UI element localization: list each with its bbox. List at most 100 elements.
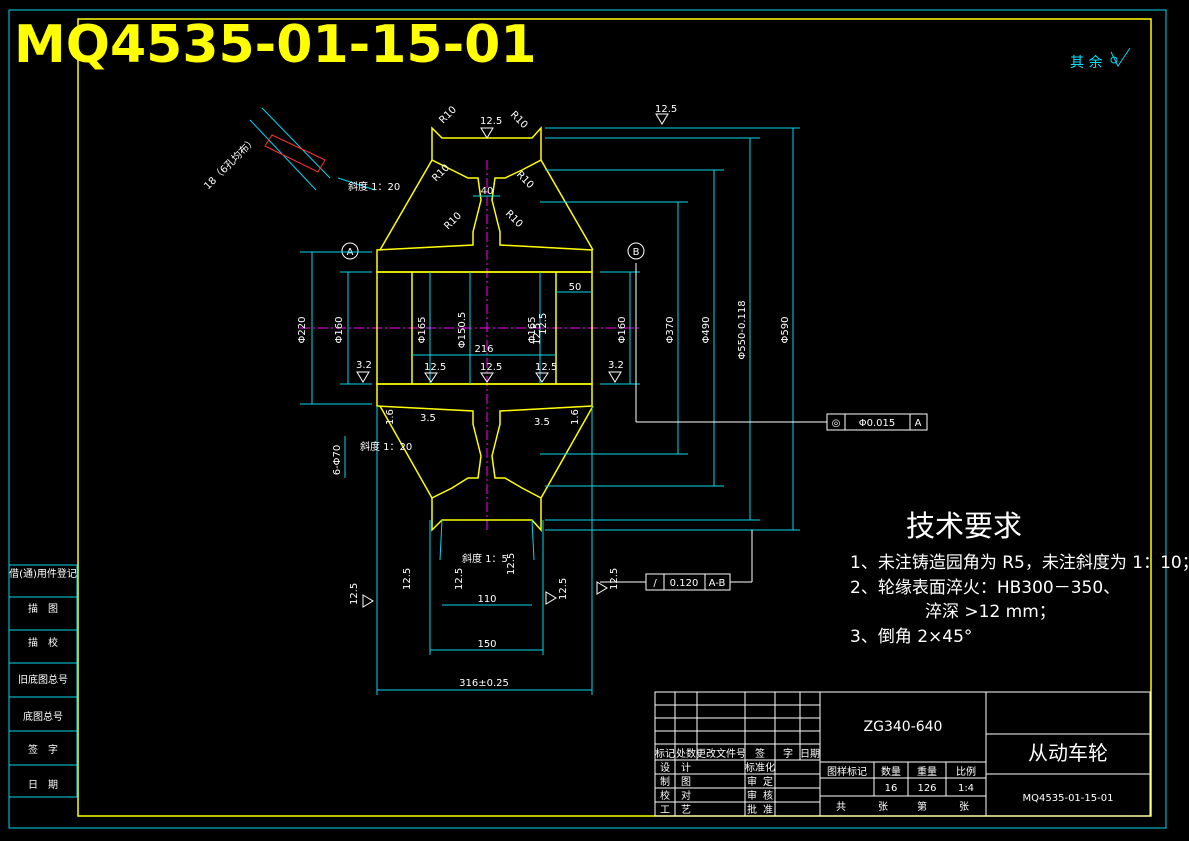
sign-label: 工 [660,805,670,816]
sign-label: 标准化 [745,761,775,774]
dim-label: Φ590 [780,317,791,344]
tol-ref: A [915,418,922,429]
dim-label: 3.5 [534,417,550,428]
roughness-value: 1.6 [570,409,581,425]
roughness-value: 12.5 [538,313,549,335]
hole-callout: 18（6孔均布） [202,135,259,192]
dim-label: Φ165 [417,317,428,344]
sign-label: 批 [747,803,757,816]
weight-value: 126 [917,783,936,794]
material-value: ZG340-640 [864,719,943,735]
roughness-value: 12.5 [506,553,517,575]
dim-label: Φ165 [527,317,538,344]
roughness-icon [655,113,669,125]
part-name: 从动车轮 [1028,741,1108,765]
rev-header: 字 [783,747,793,760]
tol-value: 0.120 [670,578,699,589]
dim-label: Φ490 [701,317,712,344]
tol-symbol: ◎ [832,418,841,429]
info-header: 重量 [917,765,937,778]
sheet-label: 张 [878,801,888,813]
tolerance-frame-concentricity: ◎ Φ0.015 A [635,263,928,431]
sign-label: 校 [660,789,670,802]
roughness-value: 12.5 [454,568,465,590]
bore [376,271,593,385]
sign-label: 审 [747,775,757,788]
requirements-heading: 技术要求 [906,509,1022,543]
dim-label: 40 [481,186,494,197]
dim-label: 150 [477,639,496,650]
rev-header: 日期 [800,748,820,760]
roughness-value: 12.5 [480,362,502,373]
radius-label: R10 [508,109,530,131]
dim-label: 216 [474,344,493,355]
dim-label: 3.5 [420,413,436,424]
rev-header: 标记 [655,748,675,760]
roughness-value: 12.5 [655,104,677,115]
info-header: 图样标记 [827,765,867,778]
surface-note: 其 余 [1070,54,1102,71]
roughness-icon [424,372,438,383]
sign-label: 定 [763,775,773,788]
stamp-label: 描 图 [28,602,58,615]
roughness-value: 12.5 [424,362,446,373]
dim-label: Φ220 [297,317,308,344]
roughness-value: 12.5 [402,568,413,590]
roughness-value: 12.5 [535,362,557,373]
sign-label: 图 [681,776,691,788]
drawing-number: MQ4535-01-15-01 [14,15,537,75]
info-header: 比例 [956,765,976,778]
dim-label: Φ160 [334,317,345,344]
dim-label: 316±0.25 [459,678,509,689]
slope-label: 斜度 1：20 [348,180,400,193]
roughness-value: 12.5 [480,116,502,127]
stamp-label: 借(通)用件登记 [9,567,77,580]
rev-header: 签 [755,747,765,760]
datum-b-marker [627,242,645,260]
dim-label: Φ160 [617,317,628,344]
roughness-value: 12.5 [349,583,360,605]
requirement-line: 2、轮缘表面淬火：HB300－350、 [850,578,1120,598]
dim-label: Φ370 [665,317,676,344]
roughness-icon [596,581,608,595]
tol-symbol: / [653,578,657,589]
bolt-hole-detail: 18（6孔均布） [202,107,376,192]
upper-section [376,126,593,273]
roughness-icon [608,371,622,383]
sheet-label: 共 [836,801,846,813]
roughness-value: 3.2 [608,360,624,371]
roughness-icon [480,372,494,383]
stamp-label: 描 校 [28,636,58,649]
dim-label: 110 [477,594,496,605]
sign-label: 对 [681,789,691,802]
roughness-icon [535,372,549,383]
roughness-icon [356,371,370,383]
roughness-value: 1.6 [385,409,396,425]
roughness-value: 12.5 [609,568,620,590]
stamp-label: 旧底图总号 [18,673,68,686]
datum-b-label: B [633,247,640,258]
slope-label: 斜度 1：5 [462,552,508,565]
radius-label: R10 [503,208,525,230]
sign-label: 制 [660,775,670,788]
radius-label: R10 [437,104,459,126]
dim-label: 50 [569,282,582,293]
roughness-icon [362,594,374,608]
stamp-label: 签 字 [28,743,58,756]
stamp-label: 日 期 [28,779,58,791]
sign-label: 设 [660,762,670,774]
roughness-symbols: 12.5 12.5 3.2 3.2 12.5 12.5 12.5 12.5 1.… [349,104,677,608]
requirement-line: 淬深 >12 mm； [925,602,1056,622]
inner-frame [77,18,1152,817]
diameter-dimensions [300,127,800,531]
sign-label: 核 [763,789,773,802]
roughness-value: 3.2 [356,360,372,371]
info-header: 数量 [881,765,901,778]
radius-label: R10 [442,210,464,232]
sign-label: 准 [763,804,773,816]
tol-ref: A-B [709,578,726,589]
roughness-icon [480,127,494,139]
datum-a-marker [341,242,359,260]
dim-label: Φ150.5 [457,312,468,349]
